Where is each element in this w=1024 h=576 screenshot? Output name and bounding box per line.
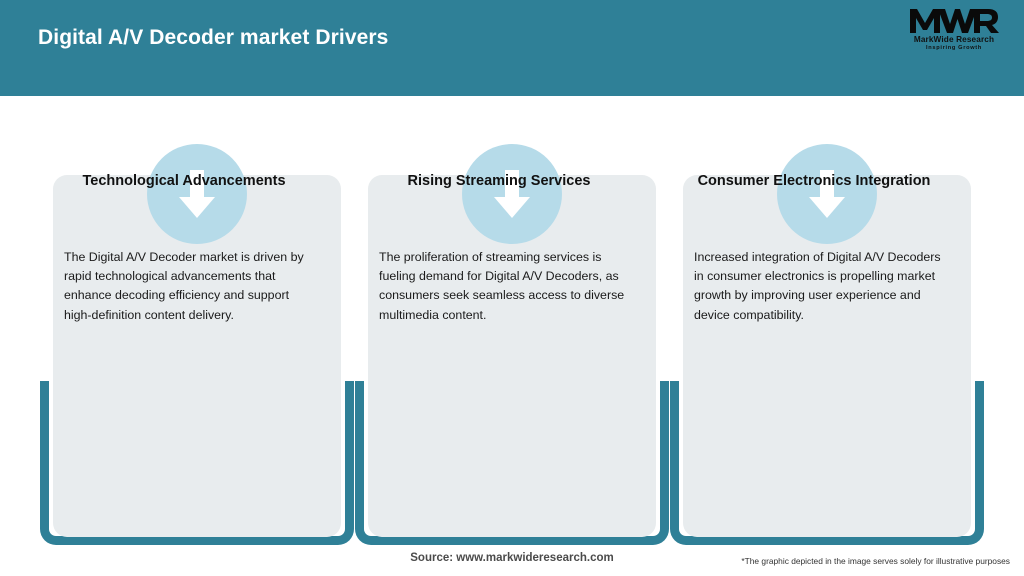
down-arrow-icon <box>147 144 247 244</box>
down-arrow-icon <box>462 144 562 244</box>
card-bracket-accent <box>355 381 669 545</box>
logo-company-name: MarkWide Research <box>913 35 995 44</box>
driver-card: Consumer Electronics Integration Increas… <box>670 96 984 576</box>
card-title: Rising Streaming Services <box>407 173 591 189</box>
driver-card: Technological Advancements The Digital A… <box>40 96 354 576</box>
source-attribution: Source: www.markwideresearch.com <box>410 552 614 564</box>
mwr-logo-mark-icon <box>908 8 1000 34</box>
page-title: Digital A/V Decoder market Drivers <box>38 26 389 49</box>
illustrative-purposes-disclaimer: *The graphic depicted in the image serve… <box>741 556 1010 566</box>
card-bracket-accent <box>670 381 984 545</box>
driver-cards-row: Technological Advancements The Digital A… <box>0 96 1024 576</box>
card-body-text: The proliferation of streaming services … <box>379 250 625 322</box>
card-body-text: The Digital A/V Decoder market is driven… <box>64 250 304 322</box>
markwide-research-logo: MarkWide Research Inspiring Growth <box>900 8 1008 66</box>
down-arrow-icon <box>777 144 877 244</box>
logo-tagline: Inspiring Growth <box>926 45 982 51</box>
card-title: Consumer Electronics Integration <box>697 173 931 189</box>
card-title: Technological Advancements <box>82 173 286 189</box>
driver-card: Rising Streaming Services The proliferat… <box>355 96 669 576</box>
card-bracket-accent <box>40 381 354 545</box>
page-header: Digital A/V Decoder market Drivers MarkW… <box>0 0 1024 96</box>
card-body-text: Increased integration of Digital A/V Dec… <box>694 250 941 322</box>
